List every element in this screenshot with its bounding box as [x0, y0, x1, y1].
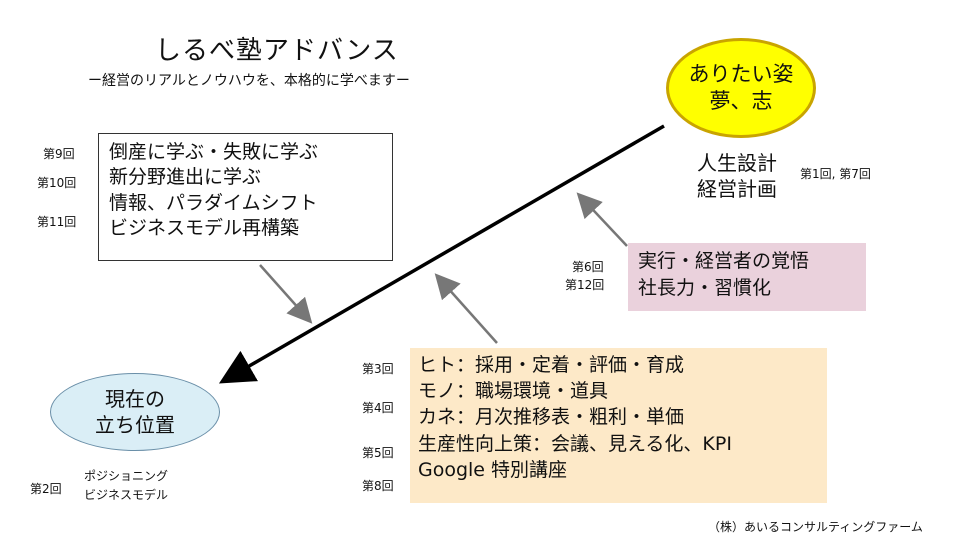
- plan-line2: 経営計画: [697, 177, 777, 201]
- peach-topic-box: ヒト：採用・定着・評価・育成 モノ：職場環境・道具 カネ：月次推移表・粗利・単価…: [410, 348, 827, 503]
- current-line2: 立ち位置: [95, 413, 175, 437]
- current-line1: 現在の: [105, 387, 165, 411]
- page-subtitle: ー経営のリアルとノウハウを、本格的に学べますー: [88, 73, 410, 89]
- footer-credit: （株）あいるコンサルティングファーム: [708, 520, 923, 534]
- arrow-peach-box: [434, 273, 498, 344]
- goal-line2: 夢、志: [709, 89, 773, 113]
- main-path-arrow: [218, 124, 665, 384]
- peach-item-2: モノ：職場環境・道具: [418, 380, 609, 403]
- peach-item-3: カネ：月次推移表・粗利・単価: [418, 406, 685, 429]
- peach-item-5: Google 特別講座: [418, 458, 568, 481]
- left-session-3: 第11回: [37, 215, 77, 229]
- peach-session-4: 第8回: [362, 479, 394, 493]
- current-note-1: ポジショニング: [84, 469, 169, 483]
- pink-item-2: 社長力・習慣化: [638, 276, 772, 299]
- pink-session-2: 第12回: [565, 278, 605, 292]
- peach-item-4: 生産性向上策：会議、見える化、KPI: [418, 432, 732, 455]
- left-session-2: 第10回: [37, 176, 77, 190]
- goal-ellipse: ありたい姿 夢、志: [666, 38, 816, 138]
- peach-session-1: 第3回: [362, 362, 394, 376]
- left-session-1: 第9回: [43, 147, 75, 161]
- current-note-2: ビジネスモデル: [84, 488, 169, 502]
- pink-item-1: 実行・経営者の覚悟: [638, 250, 810, 272]
- left-topic-box: 倒産に学ぶ・失敗に学ぶ 新分野進出に学ぶ 情報、パラダイムシフト ビジネスモデル…: [98, 133, 393, 261]
- arrow-pink-box: [576, 192, 628, 247]
- current-position-ellipse: 現在の 立ち位置: [50, 373, 220, 451]
- current-session: 第2回: [30, 482, 62, 496]
- peach-session-3: 第5回: [362, 446, 394, 460]
- pink-topic-box: 実行・経営者の覚悟 社長力・習慣化: [628, 243, 866, 311]
- plan-label: 人生設計 経営計画: [697, 150, 777, 202]
- left-item-4: ビジネスモデル再構築: [109, 217, 300, 240]
- page-title: しるべ塾アドバンス: [155, 36, 399, 66]
- peach-item-1: ヒト：採用・定着・評価・育成: [418, 354, 685, 376]
- left-item-3: 情報、パラダイムシフト: [109, 191, 318, 214]
- arrow-left-box: [259, 264, 313, 324]
- plan-sessions: 第1回, 第7回: [800, 167, 871, 181]
- plan-line1: 人生設計: [697, 151, 777, 175]
- left-item-1: 倒産に学ぶ・失敗に学ぶ: [109, 141, 319, 163]
- peach-session-2: 第4回: [362, 401, 394, 415]
- pink-session-1: 第6回: [572, 260, 604, 274]
- goal-line1: ありたい姿: [688, 61, 794, 86]
- left-item-2: 新分野進出に学ぶ: [109, 166, 262, 189]
